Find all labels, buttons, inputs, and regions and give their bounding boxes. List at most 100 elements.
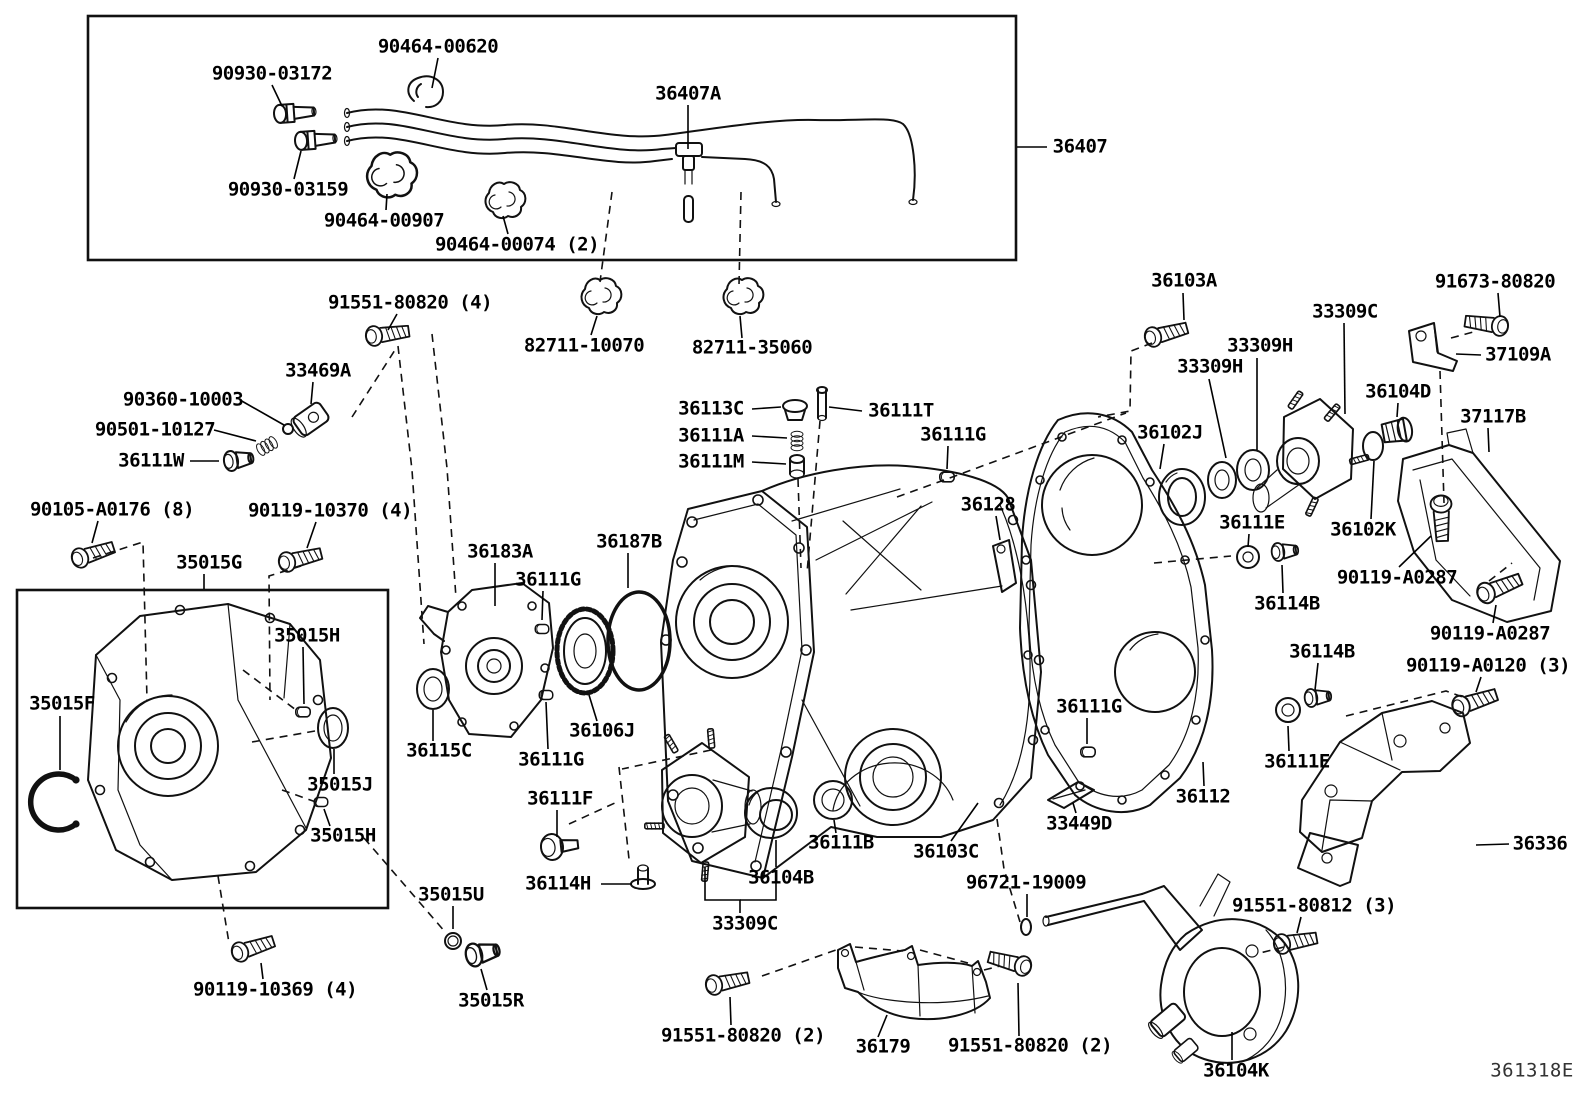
part-label-36183a: 36183A — [467, 540, 533, 563]
check-ball-90360-10003 — [282, 423, 294, 435]
washer-36111e-upper — [1236, 545, 1260, 569]
leader-36102j — [1159, 443, 1165, 470]
part-label-36128: 36128 — [960, 493, 1016, 516]
part-label-35015f: 35015F — [29, 692, 95, 715]
drain-plug-35015r — [462, 937, 503, 970]
leader-90501-10127 — [213, 429, 257, 442]
leader-91551-80812 — [1296, 916, 1302, 934]
leader-91551-80820-2l — [729, 996, 732, 1026]
plug-36104d — [1380, 416, 1414, 444]
leader-33309c-top — [1343, 322, 1346, 415]
washer-36111e-lower — [1275, 697, 1301, 723]
part-label-36103c: 36103C — [913, 840, 979, 863]
part-label-36179: 36179 — [855, 1035, 911, 1058]
companion-flange-33309c-front — [643, 727, 762, 883]
leader-90464-00074 — [502, 215, 509, 235]
leader-36111e-upper — [1247, 533, 1250, 548]
callout-box-35015g — [15, 588, 390, 910]
leader-36111m — [751, 461, 787, 465]
part-label-36112: 36112 — [1175, 785, 1231, 808]
part-label-36104k: 36104K — [1203, 1059, 1269, 1082]
snap-ring-35015f — [28, 771, 80, 833]
leader-35015r — [480, 968, 488, 991]
part-label-33309h-lower: 33309H — [1177, 355, 1243, 378]
union-33469a — [290, 401, 330, 438]
bolt-90119-10370 — [275, 543, 325, 575]
part-label-91551-80812: 91551-80812 (3) — [1231, 894, 1397, 917]
tube-joint-90930-03159 — [293, 128, 339, 152]
o-ring-36102k — [1362, 431, 1384, 461]
part-label-36111t: 36111T — [868, 399, 934, 422]
part-label-35015h-a: 35015H — [274, 624, 340, 647]
bracket-36336 — [1297, 700, 1471, 887]
leader-33309c-bottom — [740, 871, 777, 901]
leader-36111e-lower — [1287, 725, 1290, 752]
oil-seal-36102j — [1158, 468, 1206, 526]
o-ring-36187b — [606, 590, 672, 692]
leader-36103c — [950, 802, 979, 842]
oil-seal-36115c — [416, 668, 450, 710]
part-label-35015r: 35015R — [458, 989, 524, 1012]
part-label-90464-00620: 90464-00620 — [377, 35, 499, 58]
leader-36111a — [751, 435, 788, 439]
dowel-36111g-b — [534, 623, 550, 635]
part-label-36407a: 36407A — [655, 82, 721, 105]
leader-36111g-c — [545, 701, 549, 750]
part-label-90119-a0287-a: 90119-A0287 — [1336, 566, 1458, 589]
bracket-36128 — [992, 539, 1017, 593]
part-label-35015g: 35015G — [176, 551, 242, 574]
part-label-33469a: 33469A — [285, 359, 351, 382]
part-label-91551-80820-2r: 91551-80820 (2) — [947, 1034, 1113, 1057]
part-label-36111a: 36111A — [678, 424, 744, 447]
leader-36111t — [828, 406, 863, 412]
part-label-37109a: 37109A — [1485, 343, 1551, 366]
leader-35015h-a — [302, 646, 305, 705]
leader-36111g-a — [946, 445, 949, 470]
part-label-33449d: 33449D — [1046, 812, 1112, 835]
part-label-90501-10127: 90501-10127 — [94, 418, 216, 441]
spring-90501-10127 — [254, 434, 280, 458]
part-label-90119-10370: 90119-10370 (4) — [247, 499, 413, 522]
leader-90119-a0287-b — [1492, 604, 1497, 624]
bearing-36104b — [744, 787, 798, 839]
companion-flange-33309c-rear — [1252, 389, 1371, 518]
extension-housing-35015g — [15, 588, 390, 910]
part-label-36111g-d: 36111G — [1056, 695, 1122, 718]
part-label-36111f: 36111F — [527, 787, 593, 810]
leader-90360-10003 — [239, 399, 285, 426]
part-label-36187b: 36187B — [596, 530, 662, 553]
transfer-case-36103c — [660, 464, 1045, 879]
part-label-33309h-upper: 33309H — [1227, 334, 1293, 357]
drawing-code: 361318E — [1490, 1059, 1574, 1082]
leader-37117b — [1487, 427, 1490, 453]
part-label-91551-80820-2l: 91551-80820 (2) — [660, 1024, 826, 1047]
part-label-36111m: 36111M — [678, 450, 744, 473]
leader-91551-80820-4 — [387, 313, 398, 331]
breather-plug-36111m — [789, 454, 805, 479]
leader-90119-a0120 — [1475, 676, 1482, 693]
leader-36111b — [833, 819, 837, 834]
breather-spring-36111a — [790, 430, 804, 452]
washer-33309h-left — [1207, 461, 1237, 499]
part-label-35015j: 35015J — [307, 773, 373, 796]
part-label-36113c: 36113C — [678, 397, 744, 420]
part-label-36336: 36336 — [1512, 832, 1568, 855]
leader-90930-03172 — [271, 84, 283, 107]
bracket-37109a — [1408, 322, 1458, 372]
bolt-90119-10369 — [228, 930, 278, 965]
part-label-36106j: 36106J — [569, 719, 635, 742]
leader-36102k — [1370, 460, 1375, 520]
leader-36336 — [1475, 843, 1510, 846]
part-label-36111e-lower: 36111E — [1264, 750, 1330, 773]
oil-pump-36183a — [419, 582, 554, 738]
part-label-36114h: 36114H — [525, 872, 591, 895]
bolt-90119-a0120 — [1448, 683, 1501, 720]
part-label-37117b: 37117B — [1460, 405, 1526, 428]
part-label-36111g-b: 36111G — [515, 568, 581, 591]
clip-82711-10070 — [580, 277, 623, 316]
bolt-91551-80820-2-right — [985, 946, 1035, 979]
dowel-36111g-d — [1080, 746, 1096, 758]
breather-cap-36113c — [782, 399, 808, 421]
stud-36114h — [630, 864, 656, 890]
leader-91551-80820-2r — [1017, 982, 1020, 1037]
